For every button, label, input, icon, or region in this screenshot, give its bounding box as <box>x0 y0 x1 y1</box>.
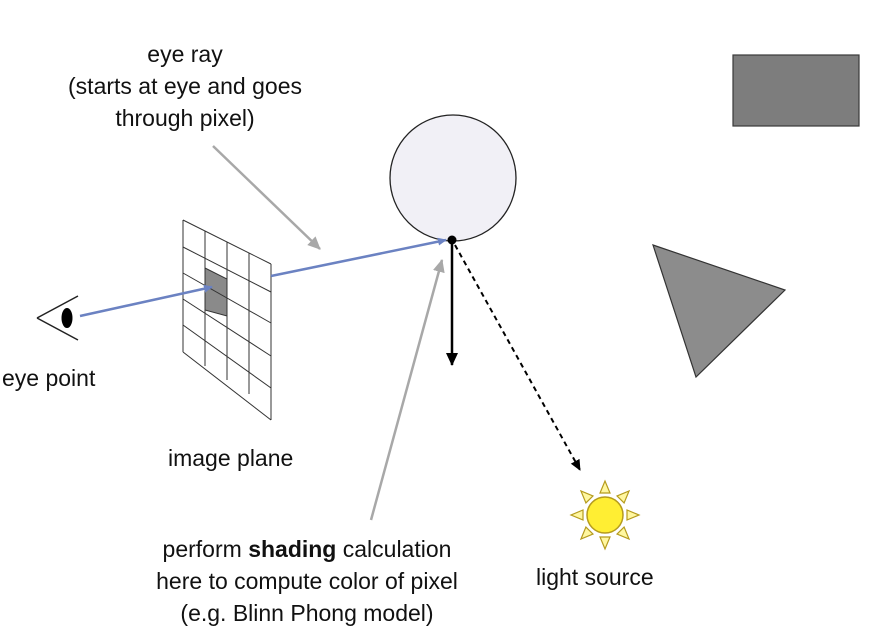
eye-ray-pointer-arrow <box>212 145 321 250</box>
eye-ray-label-line3: through pixel) <box>115 105 255 131</box>
eye-ray-label: eye ray (starts at eye and goes through … <box>30 38 340 134</box>
scene-rectangle <box>732 54 860 127</box>
shading-label-line3: (e.g. Blinn Phong model) <box>180 600 434 626</box>
eye-ray-label-line2: (starts at eye and goes <box>68 73 302 99</box>
image-plane-label: image plane <box>168 445 294 471</box>
scene-sphere <box>389 114 517 242</box>
eye-ray-segment-1 <box>79 284 213 318</box>
shading-label-pre: perform <box>162 536 249 562</box>
shading-pointer-arrow <box>369 259 445 521</box>
eye-icon <box>36 295 79 341</box>
shading-label-post: calculation <box>336 536 452 562</box>
shading-label-line2: here to compute color of pixel <box>156 568 458 594</box>
shading-label: perform shading calculation here to comp… <box>100 533 514 629</box>
light-source-label: light source <box>536 564 654 590</box>
scene-triangle <box>652 244 787 379</box>
eye-ray-label-line1: eye ray <box>147 41 223 67</box>
hit-point <box>447 235 457 245</box>
image-plane-grid <box>182 219 272 421</box>
shadow-ray-arrow <box>454 244 581 471</box>
shading-label-bold: shading <box>248 536 337 562</box>
eye-ray-segment-2 <box>270 237 447 278</box>
eye-point-label: eye point <box>2 365 96 391</box>
shading-label-line1: perform shading calculation <box>100 533 514 565</box>
sun-icon <box>569 479 641 551</box>
